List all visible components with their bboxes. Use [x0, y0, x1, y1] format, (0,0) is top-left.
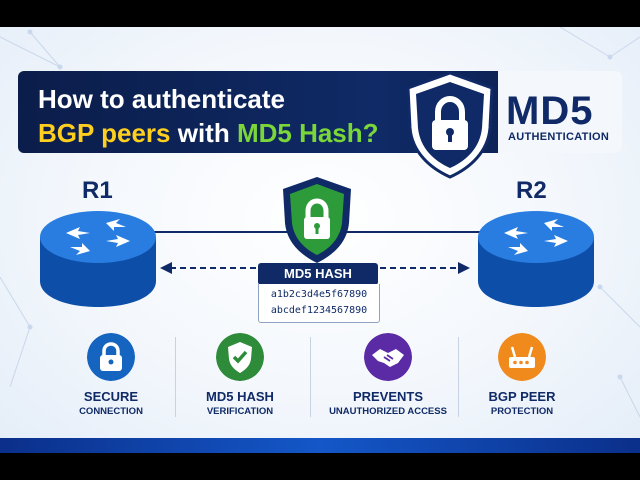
- router-icon: [498, 333, 546, 381]
- feature-title: BGP PEER: [488, 389, 556, 404]
- shield-check-icon: [216, 333, 264, 381]
- feature-divider: [458, 337, 459, 417]
- feature-title: PREVENTS: [352, 389, 424, 404]
- handshake-icon: [364, 333, 412, 381]
- thumbnail-canvas: How to authenticate BGP peers with MD5 H…: [0, 27, 640, 453]
- feature-bgp-peer-protection: BGP PEER PROTECTION: [452, 333, 592, 423]
- router-r1-icon: [40, 211, 156, 307]
- feature-subtitle: CONNECTION: [79, 406, 143, 417]
- feature-md5-hash-verification: MD5 HASH VERIFICATION: [170, 333, 310, 423]
- router-label-r1: R1: [82, 177, 113, 204]
- badge-md5: MD5: [506, 89, 594, 133]
- title-md5-hash: MD5 Hash?: [236, 118, 379, 148]
- hash-header: MD5 HASH: [258, 263, 378, 285]
- feature-divider: [175, 337, 176, 417]
- router-label-r2: R2: [516, 177, 547, 204]
- title-bgp-peers: BGP peers: [38, 118, 171, 148]
- feature-subtitle: UNAUTHORIZED ACCESS: [329, 406, 447, 417]
- title-line-2: BGP peers with MD5 Hash?: [38, 118, 379, 149]
- hash-value-box: a1b2c3d4e5f67890 abcdef1234567890: [258, 284, 380, 323]
- feature-subtitle: PROTECTION: [490, 406, 554, 417]
- hash-line-2: abcdef1234567890: [270, 305, 368, 316]
- shield-lock-icon: [406, 71, 494, 179]
- feature-title: MD5 HASH: [206, 389, 274, 404]
- feature-subtitle: VERIFICATION: [206, 406, 274, 417]
- feature-secure-connection: SECURE CONNECTION: [41, 333, 181, 423]
- feature-divider: [310, 337, 311, 417]
- title-line-1: How to authenticate: [38, 84, 286, 114]
- badge-authentication: AUTHENTICATION: [508, 131, 610, 143]
- bottom-accent-bar: [0, 438, 640, 453]
- hash-line-1: a1b2c3d4e5f67890: [270, 289, 368, 300]
- badge-panel: [498, 71, 622, 153]
- padlock-icon: [87, 333, 135, 381]
- feature-prevents-unauthorized-access: PREVENTS UNAUTHORIZED ACCESS: [318, 333, 458, 423]
- title-with: with: [177, 118, 230, 148]
- green-shield-lock-icon: [283, 177, 351, 263]
- network-background: [0, 27, 640, 418]
- router-r2-icon: [478, 211, 594, 307]
- feature-title: SECURE: [83, 389, 139, 404]
